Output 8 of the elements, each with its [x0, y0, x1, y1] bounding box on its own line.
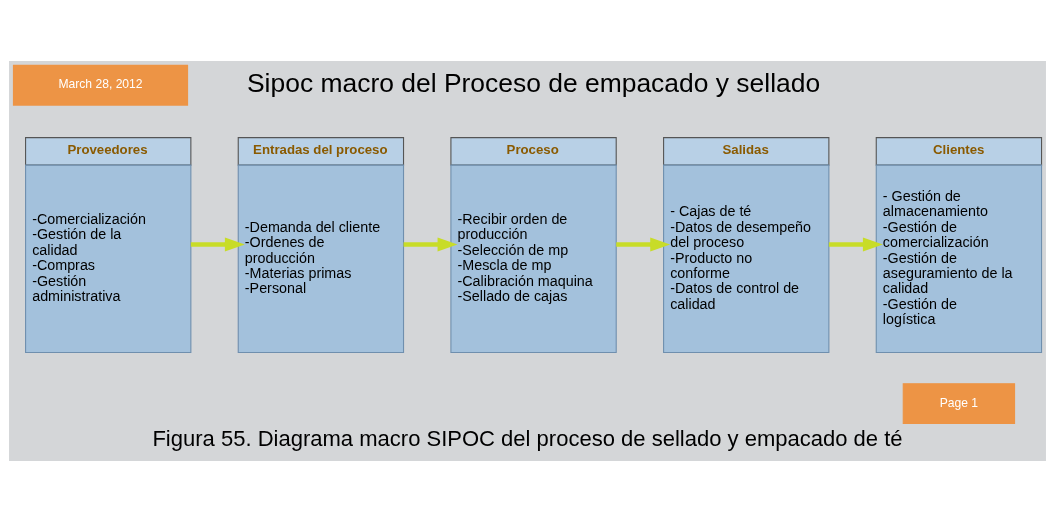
label: Page 1	[939, 395, 979, 410]
arrow	[828, 237, 883, 252]
arrow	[616, 237, 671, 252]
caption: Figura 55. Diagrama macro SIPOC del proceso de sellado y empacado de té	[152, 425, 903, 451]
arrow	[403, 237, 458, 252]
arrow	[190, 237, 245, 252]
diagram-title: Sipoc macro del Proceso de empacado y sellado	[246, 68, 821, 99]
label: March 28, 2012	[58, 77, 143, 92]
